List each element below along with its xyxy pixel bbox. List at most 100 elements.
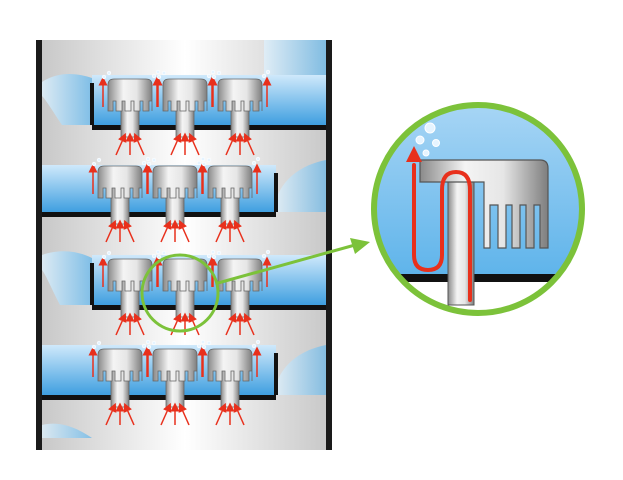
vapor-inlet-arrow — [188, 132, 200, 156]
vapor-inlet-arrow — [233, 402, 245, 426]
vapor-inlet-arrow — [123, 219, 135, 243]
zoom-bubbles — [415, 122, 440, 157]
bubble — [251, 160, 257, 166]
bubble-cap — [198, 339, 262, 426]
tray-plate — [92, 125, 326, 130]
cap-hood — [162, 78, 208, 112]
zoom-detail — [371, 102, 585, 316]
tray-4 — [42, 339, 278, 426]
vapor-inlet-arrow — [233, 219, 245, 243]
callout-line — [217, 243, 356, 285]
cap-hood — [97, 348, 143, 382]
bubble — [206, 157, 212, 163]
zoom-tray-plate — [374, 274, 582, 282]
bubble — [155, 249, 161, 255]
bubble — [201, 161, 207, 167]
callout-arrowhead — [350, 238, 370, 254]
bubble — [251, 343, 257, 349]
bubble — [145, 156, 151, 162]
bubble — [211, 74, 217, 80]
bubble — [265, 69, 271, 75]
bubble — [206, 253, 212, 259]
bubble — [255, 339, 261, 345]
tray-weir — [274, 353, 278, 395]
bubble — [211, 254, 217, 260]
cap-hood — [152, 165, 198, 199]
bubble — [261, 73, 267, 79]
tray-2 — [42, 156, 278, 243]
tray-weir — [274, 173, 278, 212]
cap-hood — [97, 165, 143, 199]
bubble-cap — [88, 156, 152, 243]
bubble — [146, 161, 152, 167]
left-wall — [36, 40, 42, 450]
zoom-vapor-path — [412, 163, 472, 302]
bubble — [210, 249, 216, 255]
zoom-bubble-cap — [419, 159, 549, 249]
vapor-inlet-arrow — [160, 219, 172, 243]
vapor-inlet-arrow — [243, 132, 255, 156]
vapor-inlet-arrow — [115, 132, 127, 156]
bubble — [161, 250, 167, 256]
tray-weir — [90, 263, 94, 305]
bubble — [155, 69, 161, 75]
vapor-inlet-arrow — [115, 312, 127, 336]
vapor-inlet-arrow — [178, 219, 190, 243]
vapor-inlet-arrow — [170, 132, 182, 156]
vapor-inlet-arrow — [178, 402, 190, 426]
tray-plate — [42, 212, 276, 217]
bubble — [201, 344, 207, 350]
vapor-inlet-arrow — [133, 312, 145, 336]
bubble — [161, 70, 167, 76]
tray-plate — [92, 305, 326, 310]
vapor-inlet-arrow — [123, 402, 135, 426]
cap-hood — [207, 165, 253, 199]
bubble — [106, 70, 112, 76]
vapor-inlet-arrow — [225, 312, 237, 336]
vapor-inlet-arrow — [243, 312, 255, 336]
bubble — [216, 70, 222, 76]
bubble-cap — [153, 69, 217, 156]
bubble — [156, 254, 162, 260]
vapor-inlet-arrow — [215, 219, 227, 243]
bubble — [91, 344, 97, 350]
highlight-circle — [140, 253, 220, 333]
tray-weir — [90, 83, 94, 125]
zoom-vapor-arrowhead — [406, 146, 422, 162]
vapor-inlet-arrow — [160, 402, 172, 426]
bubble — [206, 73, 212, 79]
bubble — [151, 157, 157, 163]
bubble-cap — [153, 249, 217, 336]
bubble — [96, 340, 102, 346]
bubble — [106, 250, 112, 256]
bubble — [261, 253, 267, 259]
bubble-cap — [198, 156, 262, 243]
vapor-inlet-arrow — [188, 312, 200, 336]
zoom-ring — [371, 102, 585, 316]
vapor-inlet-arrow — [170, 312, 182, 336]
bubble — [96, 157, 102, 163]
bubble — [200, 339, 206, 345]
bubble — [196, 343, 202, 349]
bubble — [196, 160, 202, 166]
cap-hood — [107, 78, 153, 112]
bubble-cap — [208, 69, 272, 156]
bubble — [206, 340, 212, 346]
bubble-cap — [143, 156, 207, 243]
bubble — [151, 253, 157, 259]
bubble — [146, 344, 152, 350]
vapor-inlet-arrow — [225, 132, 237, 156]
bubble-cap — [98, 69, 162, 156]
vapor-inlet-arrow — [105, 219, 117, 243]
bubble — [255, 156, 261, 162]
bubble — [210, 69, 216, 75]
cap-hood — [107, 258, 153, 292]
vapor-inlet-arrow — [133, 132, 145, 156]
vapor-inlet-arrow — [105, 402, 117, 426]
cap-hood — [152, 348, 198, 382]
bubble — [151, 340, 157, 346]
zoom-liquid — [374, 105, 582, 280]
cap-hood — [217, 258, 263, 292]
